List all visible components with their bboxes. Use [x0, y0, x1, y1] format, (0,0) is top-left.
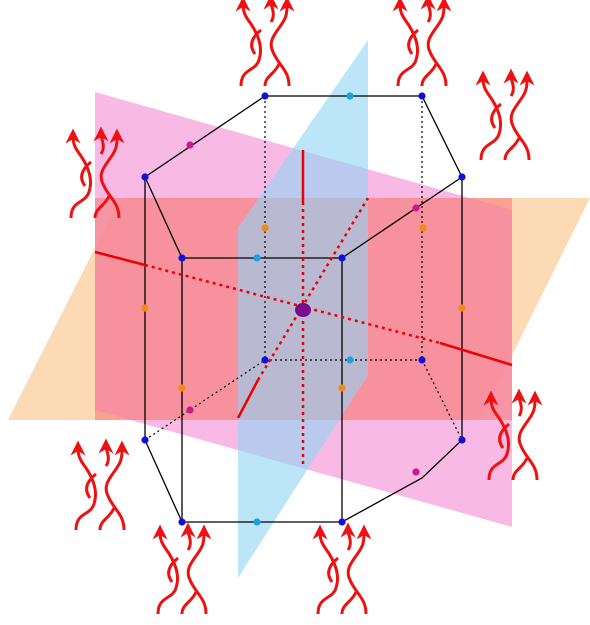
center-point	[295, 303, 311, 317]
symmetry-axes	[94, 150, 513, 465]
braid-icon-upper-right	[481, 76, 529, 160]
orange-midpoints	[141, 224, 466, 392]
cyan-midpoints	[253, 92, 354, 526]
magenta-midpoints	[186, 141, 420, 476]
braid-icon-lower-left	[76, 446, 124, 530]
braid-icon-top-left	[241, 2, 289, 86]
braid-icon-top-right	[398, 2, 446, 86]
braid-icon-bottom-right	[318, 530, 366, 614]
braid-icon-bottom-left	[158, 530, 206, 614]
prism-vertices	[141, 92, 466, 526]
